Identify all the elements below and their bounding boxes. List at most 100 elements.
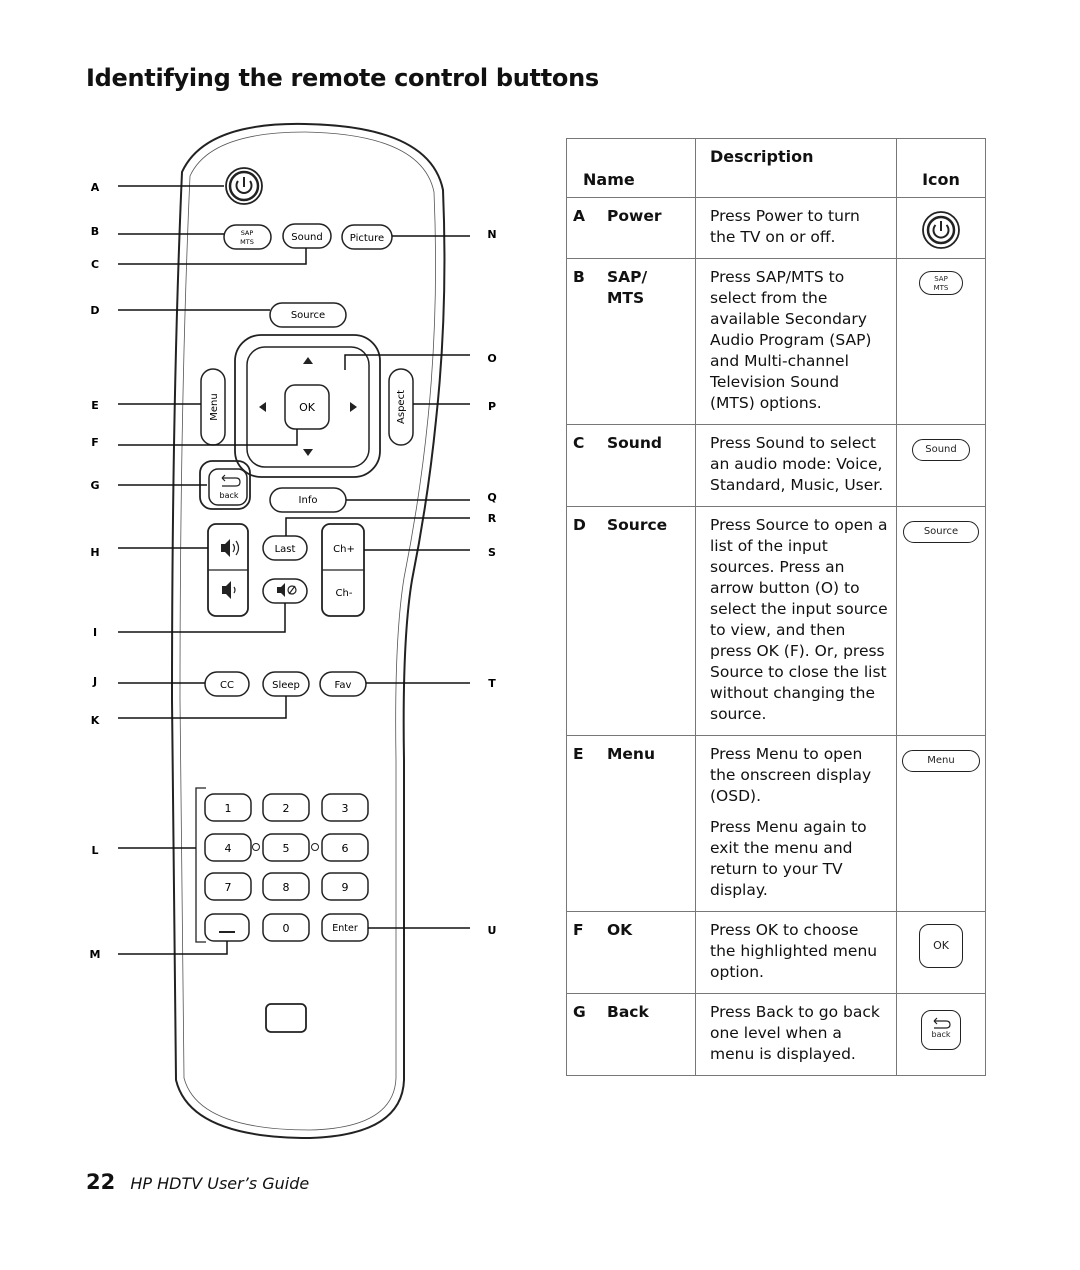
back-button-icon: back xyxy=(921,1010,961,1050)
remote-ok-button xyxy=(284,384,330,430)
row-description: Press Back to go back one level when a m… xyxy=(710,1003,880,1063)
row-name: Menu xyxy=(607,745,656,763)
remote-body-outline xyxy=(170,122,446,1140)
power-icon xyxy=(922,211,960,249)
keypad-button-8 xyxy=(262,872,310,901)
keypad-button-5 xyxy=(262,833,310,862)
row-letter: A xyxy=(573,207,585,225)
keypad-button-3 xyxy=(321,793,369,822)
keypad-button-9 xyxy=(321,872,369,901)
remote-fav-button xyxy=(319,671,367,697)
remote-dpad-outer xyxy=(234,334,381,478)
dpad-left-arrow-icon xyxy=(259,402,266,412)
keypad-button-7 xyxy=(204,872,252,901)
remote-info-label: Info xyxy=(299,495,318,506)
remote-zero-button xyxy=(262,913,310,942)
remote-back-label: back xyxy=(219,491,238,500)
callout-l: L xyxy=(91,844,98,857)
remote-sleep-label: Sleep xyxy=(272,680,300,691)
remote-zero-label: 0 xyxy=(283,922,290,935)
remote-dash-button xyxy=(204,913,250,942)
table-row: E Menu Press Menu to open the onscreen di… xyxy=(566,735,986,912)
callout-m: M xyxy=(90,948,101,961)
remote-enter-label: Enter xyxy=(332,923,358,934)
row-letter: E xyxy=(573,745,584,763)
remote-power-button xyxy=(225,167,263,205)
callout-n: N xyxy=(487,228,496,241)
remote-ir-window xyxy=(265,1003,307,1033)
column-header-icon: Icon xyxy=(896,138,986,198)
back-arrow-icon xyxy=(221,474,241,487)
source-button-icon: Source xyxy=(902,521,980,543)
keypad-label-9: 9 xyxy=(342,881,349,894)
row-description: Press Sound to select an audio mode: Voi… xyxy=(710,434,884,494)
column-header-description: Description xyxy=(695,138,897,198)
remote-cc-button xyxy=(204,671,250,697)
volume-down-icon xyxy=(222,581,236,599)
volume-up-icon xyxy=(221,539,240,557)
remote-mts-label: MTS xyxy=(240,238,254,246)
menu-button-icon: Menu xyxy=(902,750,980,772)
callout-k: K xyxy=(91,714,100,727)
remote-last-button xyxy=(262,535,308,561)
keypad-label-2: 2 xyxy=(283,802,290,815)
keypad-label-7: 7 xyxy=(225,881,232,894)
remote-back-button xyxy=(208,468,248,506)
callout-p: P xyxy=(488,400,496,413)
callout-letters-left: A B C D E F G H I J K L M xyxy=(90,181,101,961)
row-name: Source xyxy=(607,516,668,534)
remote-source-label: Source xyxy=(291,310,325,321)
remote-picture-button xyxy=(341,224,393,250)
remote-cc-label: CC xyxy=(220,680,234,691)
remote-aspect-label: Aspect xyxy=(396,390,407,424)
callout-i: I xyxy=(93,626,97,639)
column-header-name: Name xyxy=(566,138,696,198)
remote-fav-label: Fav xyxy=(335,680,352,691)
guide-title: HP HDTV User’s Guide xyxy=(130,1174,310,1193)
row-name: Back xyxy=(607,1003,649,1021)
remote-sap-label: SAP xyxy=(241,229,254,237)
callout-t: T xyxy=(488,677,496,690)
remote-sound-button xyxy=(282,223,332,249)
row-letter: G xyxy=(573,1003,586,1021)
callout-a: A xyxy=(91,181,100,194)
row-description: Press Source to open a list of the input… xyxy=(710,516,888,723)
sound-button-icon: Sound xyxy=(912,439,970,461)
back-arrow-icon xyxy=(933,1017,951,1029)
callout-h: H xyxy=(90,546,99,559)
keypad-label-5: 5 xyxy=(283,842,290,855)
remote-sound-label: Sound xyxy=(291,232,323,243)
row-name: Power xyxy=(607,207,662,225)
dpad-up-arrow-icon xyxy=(303,357,313,364)
table-row: G Back Press Back to go back one level wh… xyxy=(566,993,986,1076)
keypad-label-6: 6 xyxy=(342,842,349,855)
keypad-button-6 xyxy=(321,833,369,862)
callout-c: C xyxy=(91,258,99,271)
remote-source-button xyxy=(269,302,347,328)
remote-ch-up-label: Ch+ xyxy=(333,544,355,555)
row-letter: D xyxy=(573,516,586,534)
remote-picture-label: Picture xyxy=(350,233,384,244)
row-description: Press Menu to open the onscreen display … xyxy=(710,745,872,805)
page-footer: 22 HP HDTV User’s Guide xyxy=(86,1170,309,1194)
keypad-bracket xyxy=(195,787,206,943)
remote-last-label: Last xyxy=(275,544,296,555)
callout-q: Q xyxy=(487,491,496,504)
remote-menu-label: Menu xyxy=(209,393,220,420)
callout-r: R xyxy=(488,512,497,525)
remote-sap-mts-button xyxy=(223,224,272,250)
callout-s: S xyxy=(488,546,496,559)
remote-ch-down-label: Ch- xyxy=(336,588,353,599)
row-name: Sound xyxy=(607,434,662,452)
row-letter: F xyxy=(573,921,584,939)
callout-letters-right: N O P Q R S T U xyxy=(487,228,496,937)
keypad-label-1: 1 xyxy=(225,802,232,815)
remote-control-diagram: SAP MTS Sound Picture Source OK Menu Asp… xyxy=(90,122,497,1140)
row-description: Press SAP/MTS to select from the availab… xyxy=(710,268,872,412)
